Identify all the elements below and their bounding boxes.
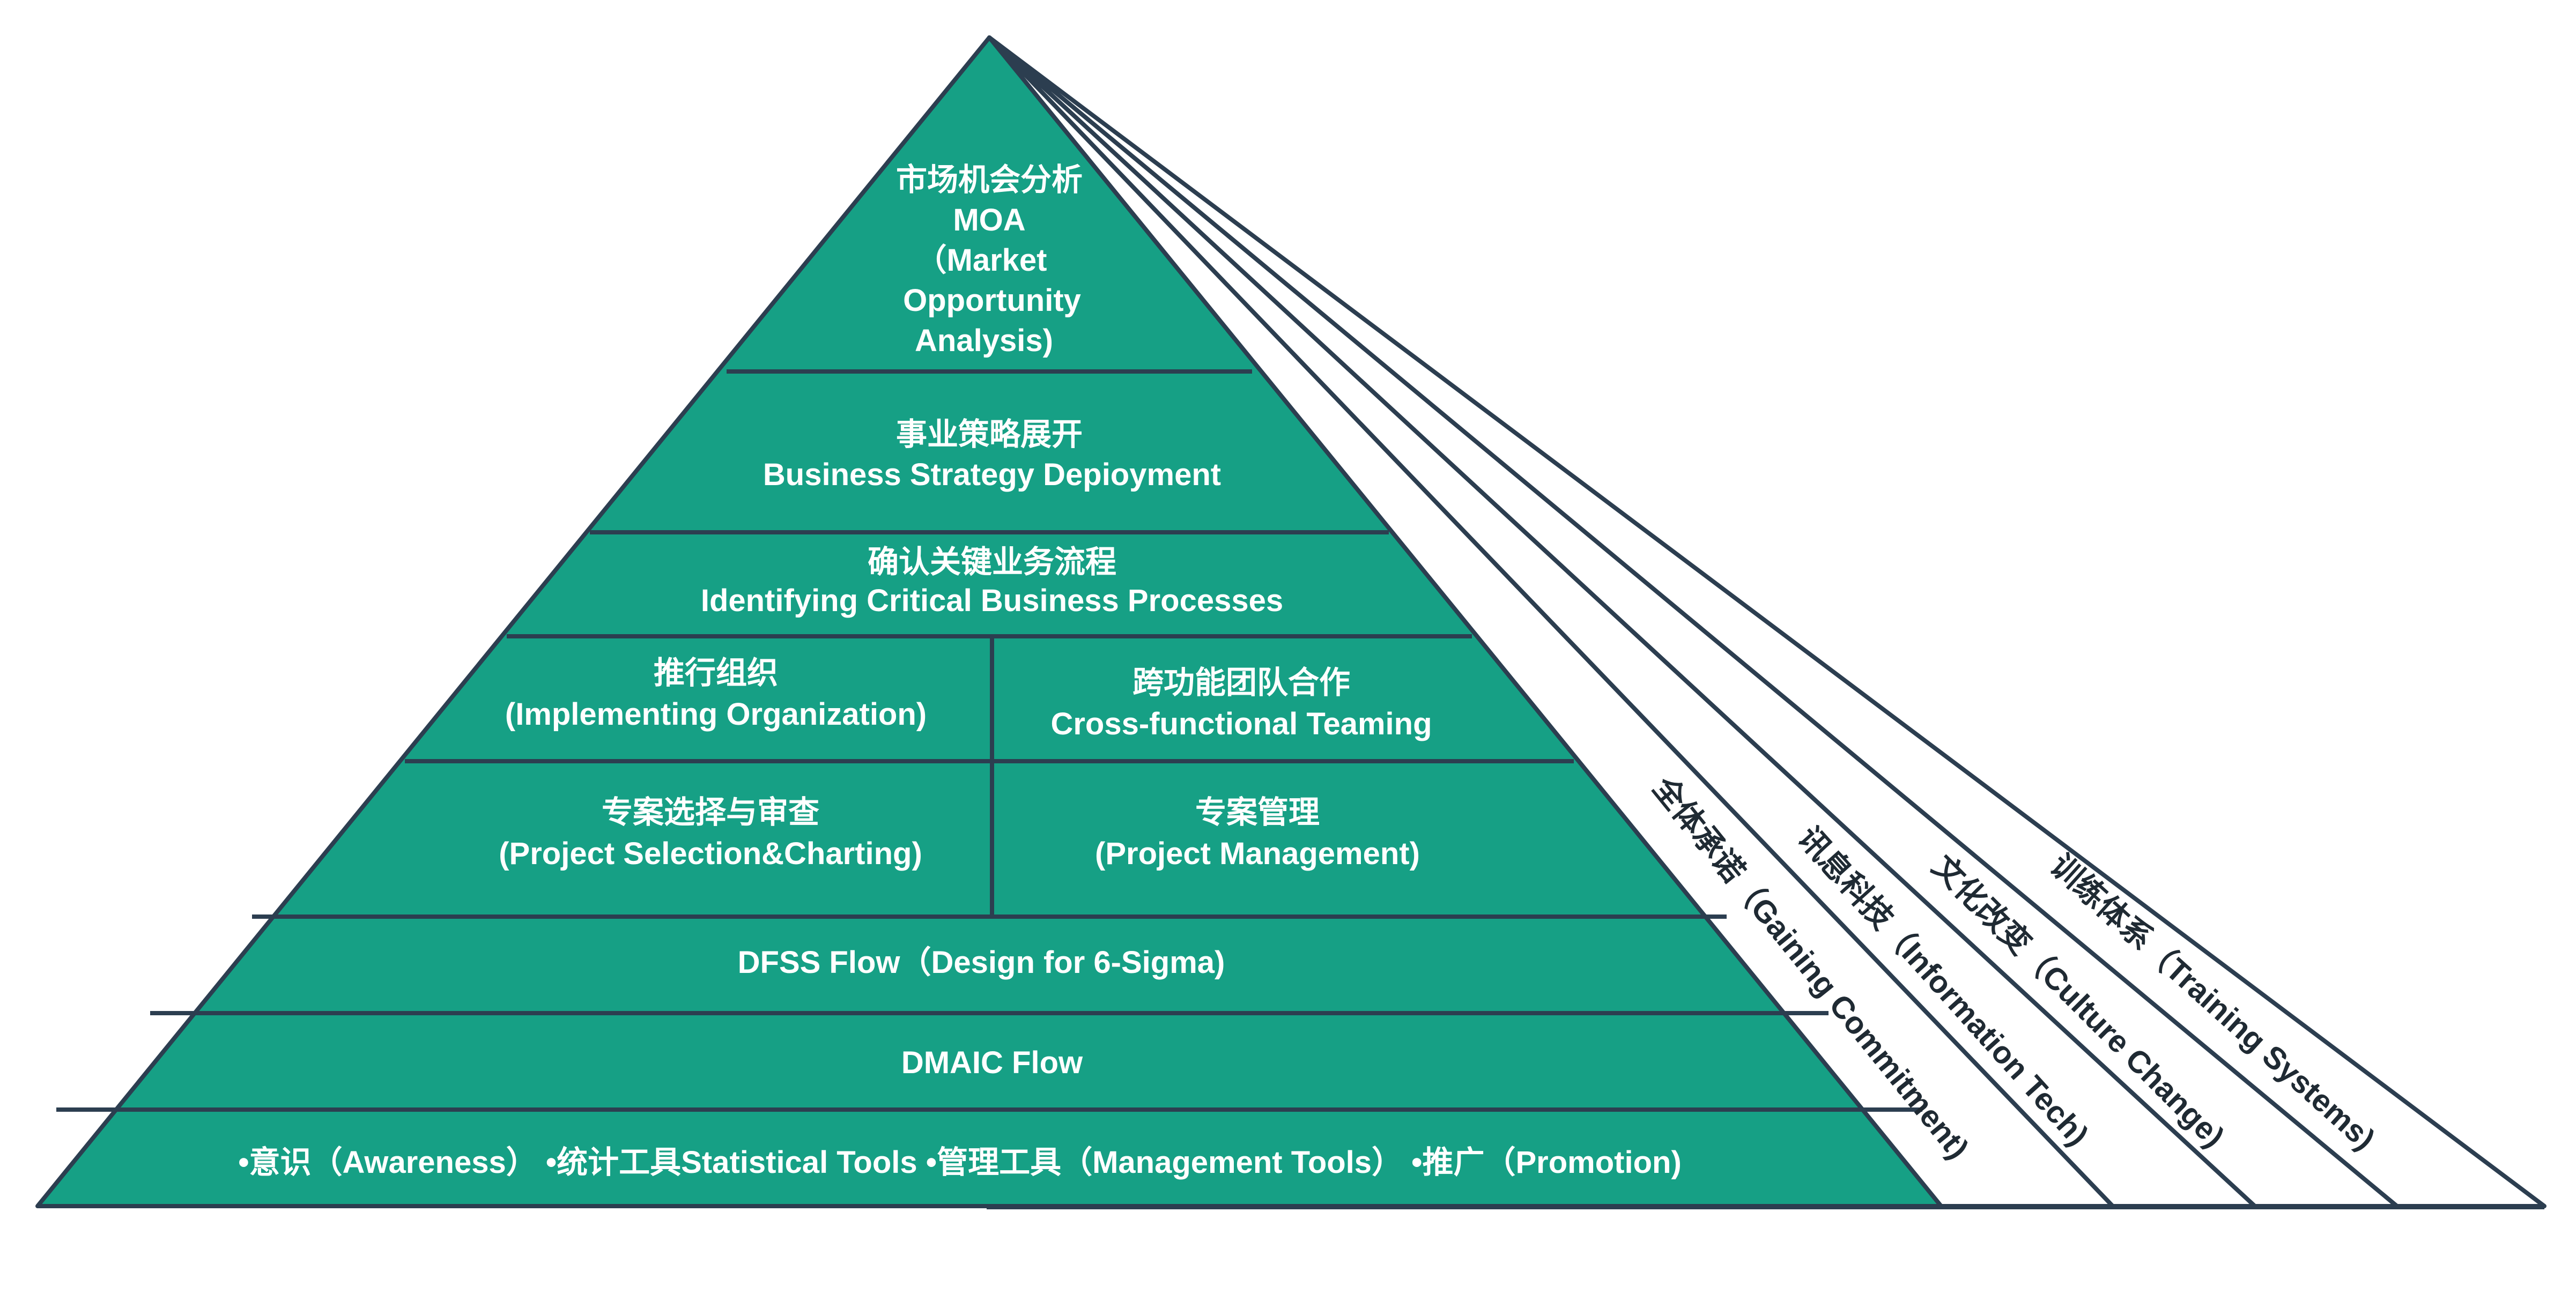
foundation-label: •意识（Awareness） •统计工具Statistical Tools •管… <box>238 1145 1682 1180</box>
tier-organization: 推行组织 (Implementing Organization) 跨功能团队合作… <box>505 656 1432 741</box>
pyramid-body <box>35 35 1943 1208</box>
moa-line-5: Analysis) <box>915 323 1053 358</box>
support-wedges <box>987 35 2547 1209</box>
moa-line-1: 市场机会分析 <box>896 162 1083 197</box>
organization-en: (Implementing Organization) <box>505 697 927 732</box>
tier-dividers <box>56 369 1922 1112</box>
processes-en: Identifying Critical Business Processes <box>701 583 1283 618</box>
dfss-label: DFSS Flow（Design for 6-Sigma) <box>738 945 1225 980</box>
dmaic-label: DMAIC Flow <box>901 1045 1083 1080</box>
management-zh: 专案管理 <box>1195 795 1320 830</box>
moa-line-3: （Market <box>916 243 1047 278</box>
strategy-en: Business Strategy Depioyment <box>763 457 1221 492</box>
tier-dmaic: DMAIC Flow <box>901 1045 1083 1080</box>
tier-processes: 确认关键业务流程 Identifying Critical Business P… <box>701 545 1283 618</box>
main-pyramid <box>35 35 1943 1208</box>
management-en: (Project Management) <box>1095 836 1420 871</box>
processes-zh: 确认关键业务流程 <box>868 545 1116 579</box>
moa-line-2: MOA <box>953 203 1025 237</box>
tier-strategy: 事业策略展开 Business Strategy Depioyment <box>763 417 1221 492</box>
tier-projects: 专案选择与审查 (Project Selection&Charting) 专案管… <box>499 795 1420 871</box>
tier-dfss: DFSS Flow（Design for 6-Sigma) <box>738 945 1225 980</box>
teaming-zh: 跨功能团队合作 <box>1132 665 1350 700</box>
organization-zh: 推行组织 <box>654 656 778 690</box>
selection-en: (Project Selection&Charting) <box>499 836 922 871</box>
tier-moa: 市场机会分析 MOA （Market Opportunity Analysis) <box>896 162 1083 358</box>
moa-line-4: Opportunity <box>903 283 1081 318</box>
teaming-en: Cross-functional Teaming <box>1050 707 1432 741</box>
strategy-zh: 事业策略展开 <box>896 417 1083 452</box>
selection-zh: 专案选择与审查 <box>602 795 819 830</box>
tier-foundation: •意识（Awareness） •统计工具Statistical Tools •管… <box>238 1145 1682 1180</box>
